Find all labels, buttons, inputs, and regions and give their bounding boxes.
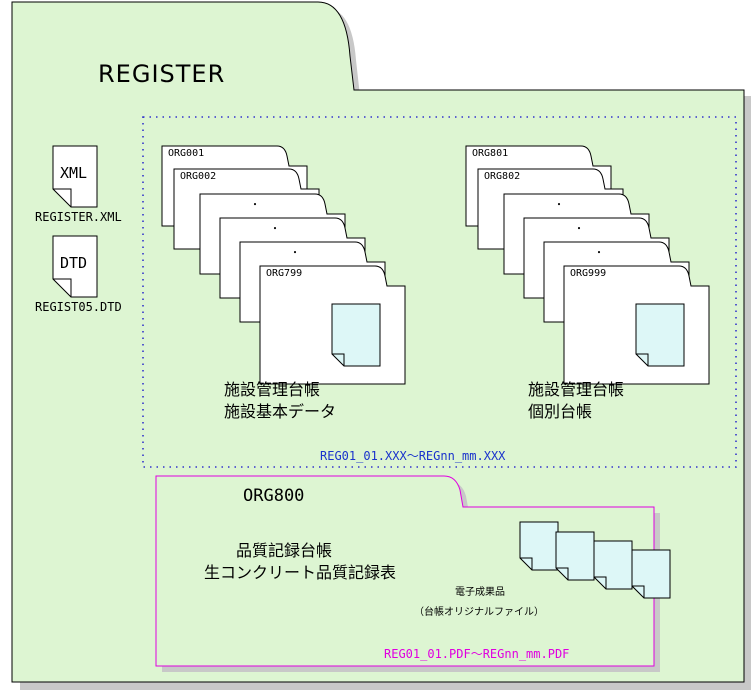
pdf-range-label: REG01_01.PDF～REGnn_mm.PDF bbox=[384, 647, 570, 661]
deliverable-document-icon-4 bbox=[631, 549, 671, 599]
org800-label: ORG800 bbox=[243, 486, 305, 506]
right-folder-label: ORG801 bbox=[472, 148, 509, 159]
dtd-file-icon bbox=[52, 235, 98, 298]
org800-caption-line2: 生コンクリート品質記録表 bbox=[204, 563, 397, 582]
left-caption-line2: 施設基本データ bbox=[224, 402, 337, 421]
left-caption-line1: 施設管理台帳 bbox=[224, 380, 321, 399]
right-caption-line1: 施設管理台帳 bbox=[528, 380, 625, 399]
deliverable-document-icon-3 bbox=[593, 540, 633, 590]
org800-caption-line1: 品質記録台帳 bbox=[236, 541, 333, 560]
left-folder-label: ORG799 bbox=[266, 268, 303, 279]
left-folder-label: ORG001 bbox=[168, 148, 205, 159]
right-folder-document-icon bbox=[635, 303, 685, 367]
right-folder-label: ・ bbox=[574, 224, 584, 235]
reg-range-label: REG01_01.XXX～REGnn_mm.XXX bbox=[320, 449, 506, 463]
dotted-group-box bbox=[142, 116, 737, 468]
right-folder-label: ORG802 bbox=[484, 171, 521, 182]
left-folder-label: ・ bbox=[290, 248, 300, 259]
right-folder-label: ORG999 bbox=[570, 268, 607, 279]
left-folder-6 bbox=[259, 265, 406, 385]
deliverable-document-icon-1 bbox=[519, 521, 559, 571]
right-folder-6 bbox=[563, 265, 710, 385]
dtd-icon-label: DTD bbox=[60, 254, 88, 272]
right-caption-line2: 個別台帳 bbox=[528, 402, 593, 421]
right-folder-label: ・ bbox=[594, 248, 604, 259]
left-folder-document-icon bbox=[331, 303, 381, 367]
register-label: REGISTER bbox=[98, 60, 226, 88]
deliverable-documents bbox=[519, 521, 671, 599]
deliverable-label: 電子成果品 bbox=[455, 587, 505, 598]
xml-file-icon bbox=[52, 145, 98, 208]
xml-filename: REGISTER.XML bbox=[35, 210, 122, 224]
left-folder-label: ・ bbox=[270, 224, 280, 235]
left-folder-label: ・ bbox=[250, 200, 260, 211]
deliverable-document-icon-2 bbox=[555, 531, 595, 581]
xml-icon-label: XML bbox=[60, 164, 88, 182]
left-folder-stack bbox=[161, 145, 406, 385]
dtd-filename: REGIST05.DTD bbox=[35, 300, 122, 314]
left-folder-label: ORG002 bbox=[180, 171, 217, 182]
right-folder-label: ・ bbox=[554, 200, 564, 211]
right-folder-stack bbox=[465, 145, 710, 385]
deliverable-sublabel: （台帳オリジナルファイル） bbox=[414, 607, 544, 618]
